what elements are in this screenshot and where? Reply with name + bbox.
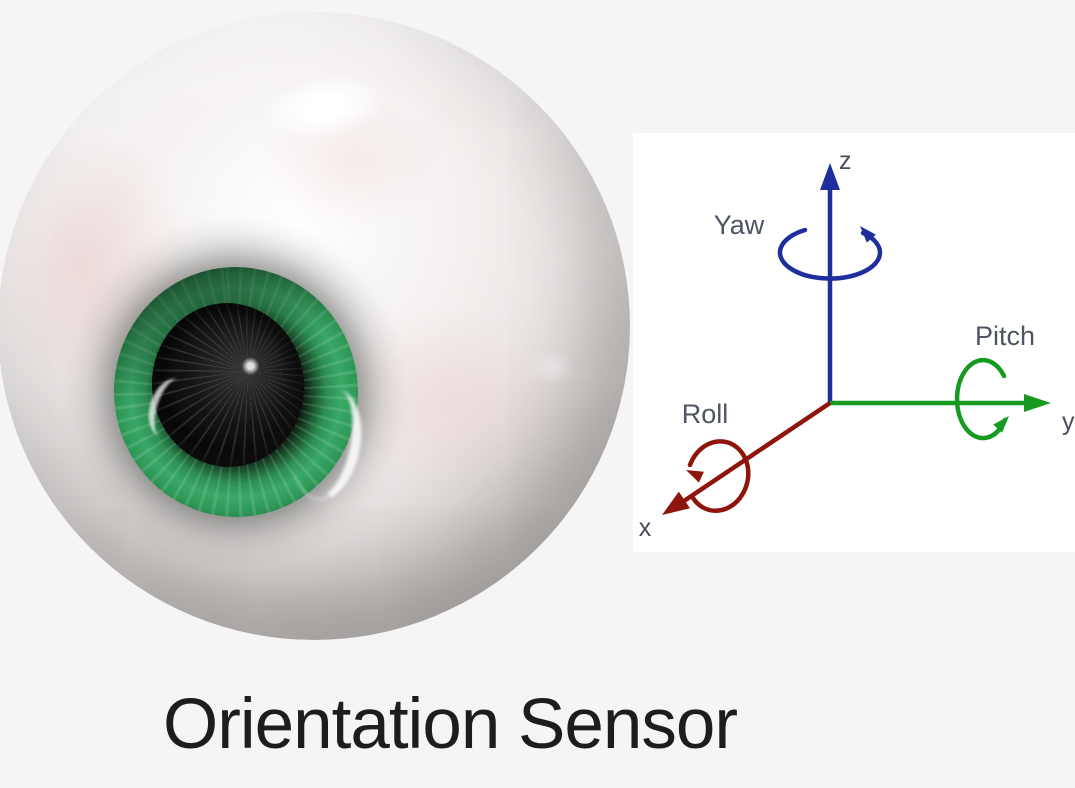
z-axis-label: z (839, 147, 852, 175)
yaw-label: Yaw (714, 210, 765, 240)
x-axis-arrowhead-icon (662, 491, 690, 515)
axis-diagram: z y x Yaw Pitch Roll (633, 133, 1075, 552)
y-axis-arrowhead-icon (1024, 394, 1051, 412)
yaw-rotation-arrow-icon (777, 227, 883, 281)
caption: Orientation Sensor (163, 685, 738, 764)
pitch-rotation-arrowhead-icon (993, 416, 1009, 433)
pitch-label: Pitch (975, 321, 1035, 351)
axis-diagram-svg: z y x Yaw Pitch Roll (639, 147, 1075, 542)
yaw-rotation-arrowhead-icon (860, 226, 876, 243)
roll-rotation-arrow-icon (687, 439, 751, 513)
x-axis-line (679, 401, 832, 505)
roll-label: Roll (682, 399, 729, 429)
y-axis-label: y (1062, 408, 1075, 436)
z-axis-arrowhead-icon (820, 163, 840, 190)
x-axis-label: x (639, 514, 652, 542)
roll-rotation-arrowhead-icon (686, 470, 704, 483)
pitch-rotation-arrow-icon (954, 357, 1008, 441)
